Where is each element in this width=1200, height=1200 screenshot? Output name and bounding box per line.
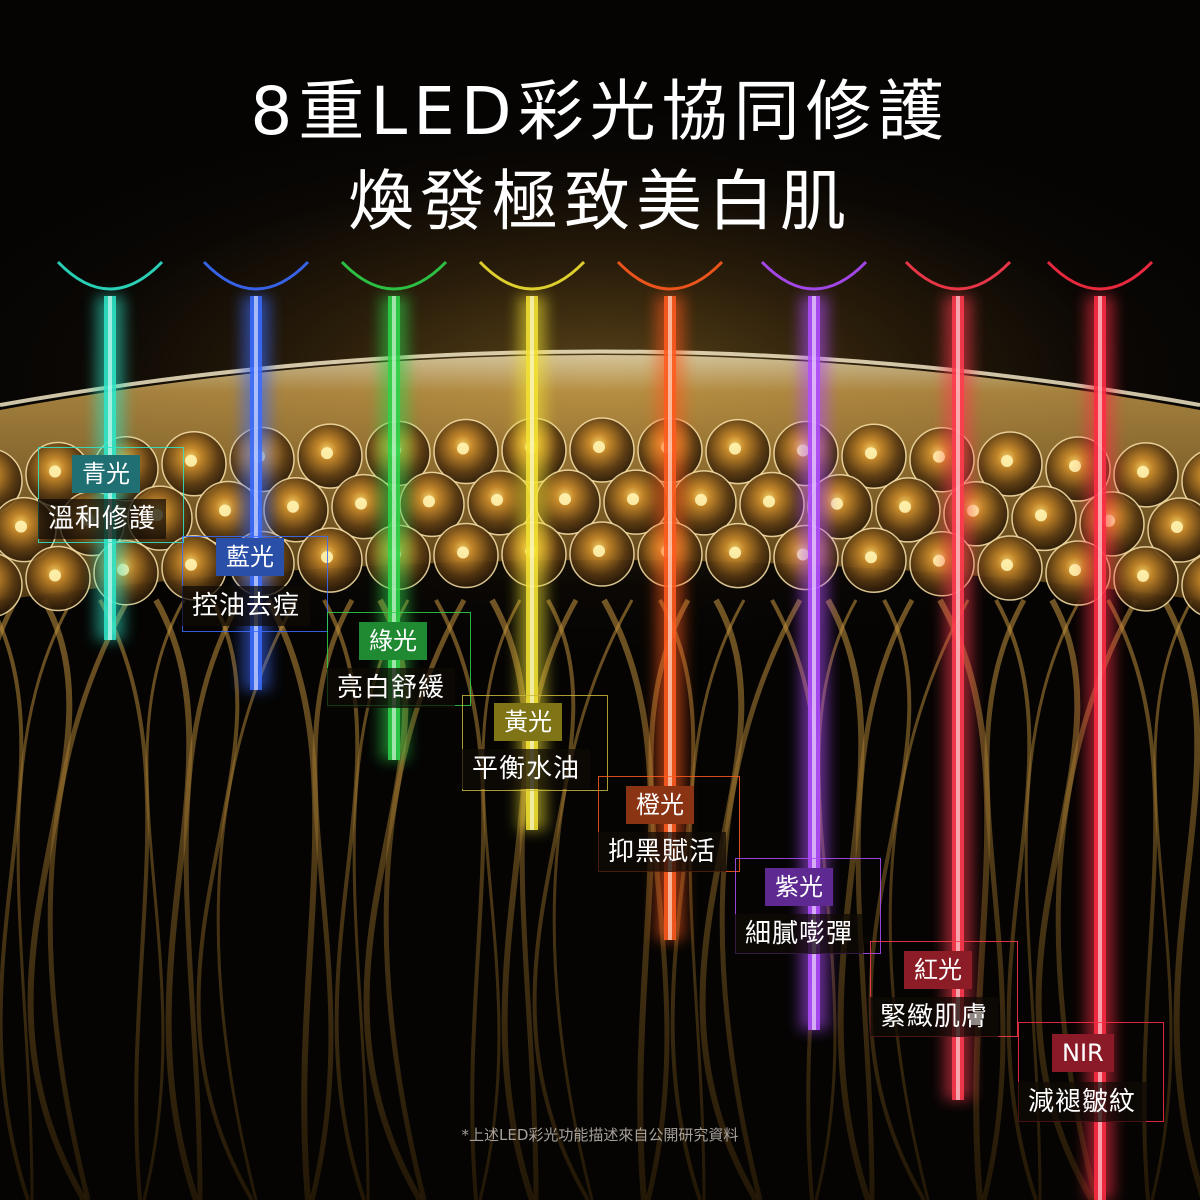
headline-line-1: 8重LED彩光協同修護 bbox=[250, 73, 950, 150]
tag-red: 紅光 bbox=[904, 951, 972, 989]
footnote: *上述LED彩光功能描述來自公開研究資料 bbox=[461, 1126, 739, 1144]
desc-nir: 減褪皺紋 bbox=[1018, 1082, 1147, 1122]
desc-green: 亮白舒緩 bbox=[327, 668, 456, 708]
desc-cyan: 溫和修護 bbox=[38, 499, 167, 539]
tag-purple: 紫光 bbox=[765, 868, 833, 906]
desc-orange: 抑黑賦活 bbox=[598, 832, 727, 872]
tag-blue: 藍光 bbox=[216, 538, 284, 576]
desc-red: 緊緻肌膚 bbox=[870, 997, 999, 1037]
desc-blue: 控油去痘 bbox=[182, 586, 311, 626]
tag-cyan: 青光 bbox=[72, 455, 140, 493]
desc-yellow: 平衡水油 bbox=[462, 749, 591, 789]
desc-purple: 細膩嘭彈 bbox=[735, 914, 864, 954]
tag-orange: 橙光 bbox=[626, 786, 694, 824]
tag-green: 綠光 bbox=[359, 622, 427, 660]
headline-line-2: 煥發極致美白肌 bbox=[348, 163, 852, 240]
tag-nir: NIR bbox=[1052, 1034, 1114, 1072]
tag-yellow: 黃光 bbox=[494, 703, 562, 741]
